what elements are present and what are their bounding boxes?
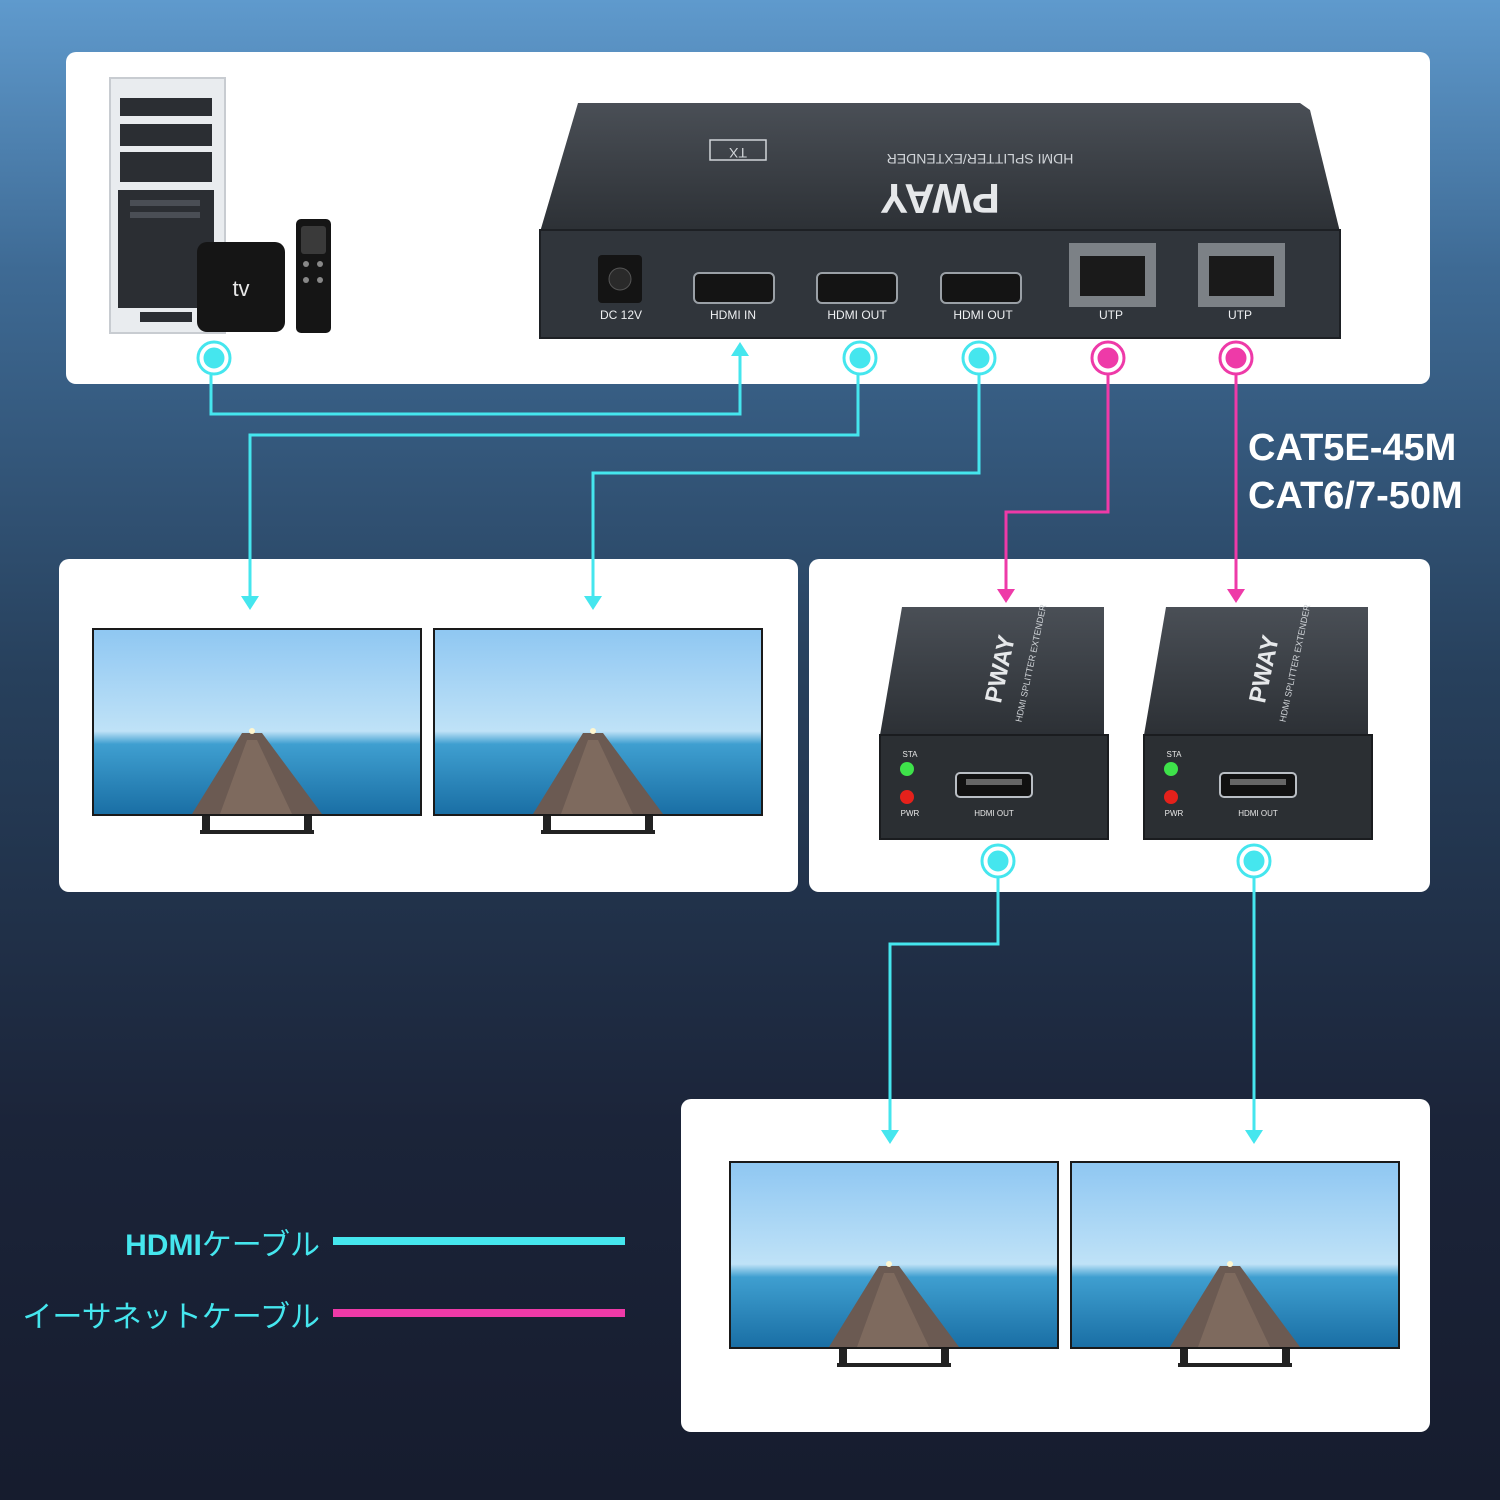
ring-rx-1-out [980,843,1016,879]
hdmi-line-rx-1 [888,878,1000,1130]
rx-receiver-1: PWAY HDMI SPLITTER EXTENDER STA PWR HDMI… [879,603,1109,840]
legend-hdmi-line [333,1237,625,1245]
port-label-hdmi-out-1: HDMI OUT [827,308,887,322]
ring-hdmi-out-2 [961,340,997,376]
port-label-dc: DC 12V [600,308,642,322]
hdmi-in-port [693,272,775,304]
display-1 [92,628,422,834]
port-label-utp-1: UTP [1099,308,1123,322]
ethernet-line-1 [1004,375,1110,590]
arrow-rx-2 [1227,589,1245,603]
cable-spec: CAT5E-45M CAT6/7-50M [1248,424,1463,520]
arrow-display-3 [881,1130,899,1144]
legend-hdmi-rest: ケーブル [201,1228,320,1263]
hdmi-cable-lines [209,352,1256,1130]
hdmi-line-source [209,352,742,416]
hdmi-out-port-1 [816,272,898,304]
svg-text:PWR: PWR [1165,809,1184,818]
arrow-display-4 [1245,1130,1263,1144]
tx-tag: TX [728,145,747,161]
hdmi-out-port-2 [940,272,1022,304]
arrow-display-2 [584,596,602,610]
legend-hdmi-label: HDMIケーブル [0,1220,320,1264]
svg-text:PWR: PWR [901,809,920,818]
svg-text:STA: STA [903,750,919,759]
ring-utp-1 [1090,340,1126,376]
legend-hdmi-strong: HDMI [125,1229,202,1262]
arrow-rx-1 [997,589,1015,603]
hdmi-line-out-2 [591,375,981,598]
display-2 [433,628,763,834]
ring-hdmi-out-1 [842,340,878,376]
display-4 [1070,1161,1400,1367]
ring-rx-2-out [1236,843,1272,879]
arrow-display-1 [241,596,259,610]
ring-source [196,340,232,376]
legend-ethernet-line [333,1309,625,1317]
arrow-hdmi-in [731,342,749,356]
port-label-hdmi-in: HDMI IN [710,308,756,322]
rx-receiver-2: PWAY HDMI SPLITTER EXTENDER STA PWR HDMI… [1143,603,1373,840]
ring-utp-2 [1218,340,1254,376]
display-3 [729,1161,1059,1367]
remote-icon [296,219,331,333]
hdmi-line-out-1 [248,375,860,598]
media-box-logo: tv [232,276,249,301]
tx-model: HDMI SPLITTER/EXTENDER [887,151,1074,167]
svg-text:HDMI OUT: HDMI OUT [974,809,1014,818]
ethernet-cable-lines [1004,375,1238,590]
tx-splitter-device: PWAY HDMI SPLITTER/EXTENDER TX DC 12V HD… [539,103,1341,339]
port-label-hdmi-out-2: HDMI OUT [953,308,1013,322]
svg-text:HDMI OUT: HDMI OUT [1238,809,1278,818]
legend-ethernet-label: イーサネットケーブル [22,1300,320,1335]
port-label-utp-2: UTP [1228,308,1252,322]
cable-spec-cat6: CAT6/7-50M [1248,475,1463,517]
media-box-icon: tv [197,242,285,332]
svg-text:STA: STA [1167,750,1183,759]
tx-brand: PWAY [880,175,1000,222]
cable-spec-cat5e: CAT5E-45M [1248,427,1457,469]
